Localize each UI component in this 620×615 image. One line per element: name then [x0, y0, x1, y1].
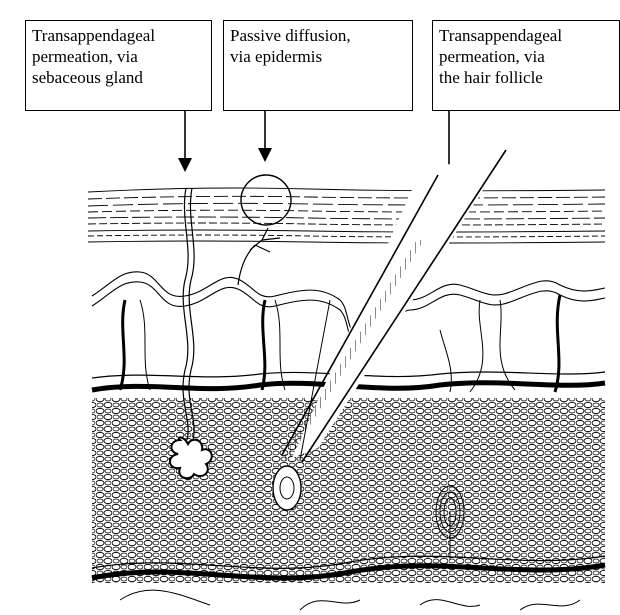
arrow-sebaceous — [178, 111, 192, 172]
epidermis-layers — [88, 188, 605, 243]
nerve-ending — [238, 228, 280, 285]
hypodermis-fat — [92, 398, 605, 583]
arrow-epidermis — [258, 111, 272, 162]
